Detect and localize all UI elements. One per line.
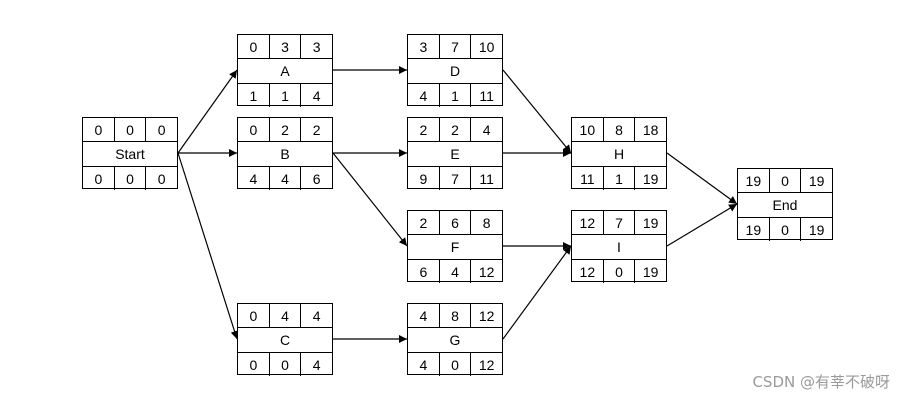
duration: 0 (113, 118, 146, 141)
slack: 4 (438, 260, 471, 283)
early-finish: 3 (300, 35, 332, 58)
late-finish: 12 (470, 353, 502, 376)
late-start: 1 (249, 87, 258, 104)
early-finish: 4 (470, 118, 502, 141)
late-start: 19 (745, 221, 762, 238)
slack: 4 (268, 167, 301, 190)
node-name: End (772, 197, 798, 213)
edge-start-to-a (177, 69, 238, 154)
late-finish: 19 (634, 167, 666, 190)
late-start: 4 (419, 356, 428, 373)
early-finish: 19 (634, 211, 666, 234)
early-finish: 19 (800, 169, 832, 192)
node-name: F (450, 239, 460, 255)
early-start: 4 (419, 307, 428, 324)
slack: 0 (268, 353, 301, 376)
duration: 3 (268, 35, 301, 58)
edge-start-to-c (177, 152, 239, 340)
node-end: 19 0 19 End 19 0 19 (737, 168, 833, 241)
late-finish: 4 (300, 353, 332, 376)
late-finish: 6 (300, 167, 332, 190)
duration: 0 (768, 169, 801, 192)
node-a: 0 3 3 A 1 1 4 (237, 34, 333, 107)
slack: 0 (113, 167, 146, 190)
slack: 0 (768, 218, 801, 241)
node-d: 3 7 10 D 4 1 11 (407, 34, 503, 107)
node-e: 2 2 4 E 9 7 11 (407, 117, 503, 190)
early-finish: 2 (300, 118, 332, 141)
edge-i-to-end (666, 203, 738, 247)
late-finish: 12 (470, 260, 502, 283)
early-start: 3 (419, 38, 428, 55)
slack: 1 (268, 84, 301, 107)
node-f: 2 6 8 F 6 4 12 (407, 210, 503, 283)
early-finish: 8 (470, 211, 502, 234)
node-c: 0 4 4 C 0 0 4 (237, 303, 333, 376)
node-i: 12 7 19 I 12 0 19 (571, 210, 667, 283)
node-name: C (279, 332, 291, 348)
early-start: 0 (249, 307, 258, 324)
late-finish: 19 (634, 260, 666, 283)
late-start: 6 (419, 263, 428, 280)
node-name: B (280, 146, 290, 162)
early-start: 0 (249, 121, 258, 138)
node-start: 0 0 0 Start 0 0 0 (82, 117, 178, 190)
late-start: 11 (580, 170, 595, 187)
node-name: Start (115, 146, 145, 162)
edge-h-to-end (666, 152, 738, 205)
slack: 1 (602, 167, 635, 190)
watermark-text: CSDN @有莘不破呀 (752, 373, 890, 391)
duration: 7 (438, 35, 471, 58)
duration: 7 (602, 211, 635, 234)
early-finish: 18 (634, 118, 666, 141)
node-name: H (613, 146, 625, 162)
duration: 8 (438, 304, 471, 327)
early-start: 12 (579, 214, 596, 231)
late-finish: 19 (800, 218, 832, 241)
early-finish: 12 (470, 304, 502, 327)
slack: 1 (438, 84, 471, 107)
late-finish: 11 (470, 84, 502, 107)
early-start: 2 (419, 121, 428, 138)
duration: 2 (268, 118, 301, 141)
slack: 0 (438, 353, 471, 376)
late-start: 0 (249, 356, 258, 373)
node-name: D (449, 63, 461, 79)
duration: 4 (268, 304, 301, 327)
late-start: 4 (419, 87, 428, 104)
late-finish: 4 (300, 84, 332, 107)
node-name: E (450, 146, 460, 162)
node-g: 4 8 12 G 4 0 12 (407, 303, 503, 376)
late-start: 4 (249, 170, 258, 187)
early-start: 0 (249, 38, 258, 55)
edge-b-to-f (332, 152, 408, 247)
node-b: 0 2 2 B 4 4 6 (237, 117, 333, 190)
early-finish: 0 (145, 118, 177, 141)
early-start: 0 (94, 121, 103, 138)
early-start: 2 (419, 214, 428, 231)
slack: 0 (602, 260, 635, 283)
duration: 2 (438, 118, 471, 141)
early-finish: 10 (470, 35, 502, 58)
node-h: 10 8 18 H 11 1 19 (571, 117, 667, 190)
node-name: G (449, 332, 461, 348)
late-finish: 0 (145, 167, 177, 190)
late-finish: 11 (470, 167, 502, 190)
edge-g-to-i (502, 245, 572, 340)
node-name: A (280, 63, 290, 79)
node-name: I (617, 239, 621, 255)
duration: 6 (438, 211, 471, 234)
late-start: 12 (579, 263, 596, 280)
duration: 8 (602, 118, 635, 141)
late-start: 0 (94, 170, 103, 187)
early-start: 19 (745, 172, 762, 189)
early-finish: 4 (300, 304, 332, 327)
edge-d-to-h (502, 69, 572, 154)
early-start: 10 (579, 121, 596, 138)
late-start: 9 (419, 170, 428, 187)
slack: 7 (438, 167, 471, 190)
